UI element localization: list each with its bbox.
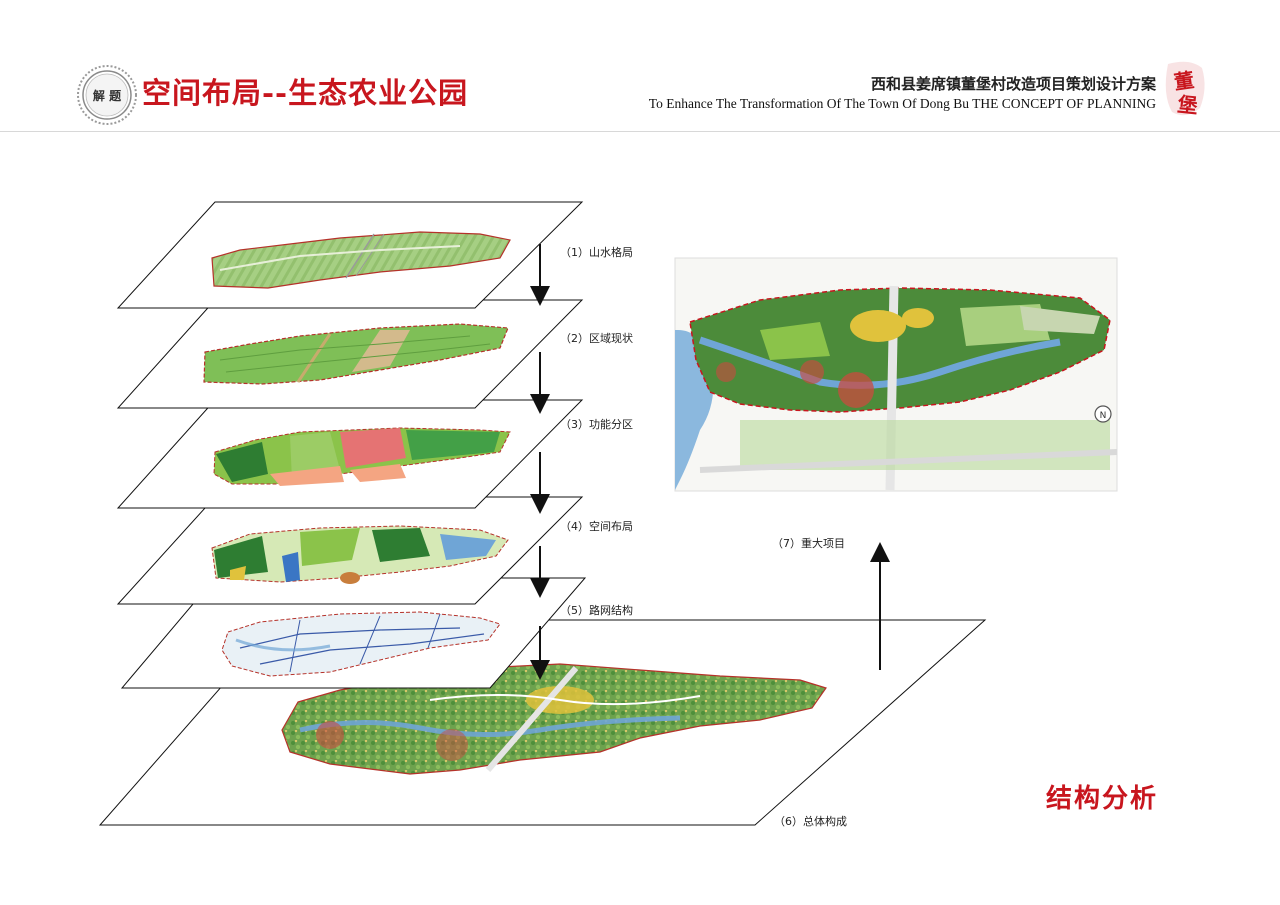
major-projects-label: （7）重大项目 (772, 537, 845, 550)
calligraphy-logo: 董 堡 (1160, 58, 1210, 124)
project-title-en: To Enhance The Transformation Of The Tow… (648, 96, 1156, 111)
layer-label-5: （5）路网结构 (560, 604, 633, 617)
seal-text: 解 题 (93, 88, 122, 103)
layer-plane-3 (116, 399, 584, 509)
major-projects-plan: N (674, 257, 1118, 492)
layer-label-2: （2）区域现状 (560, 332, 633, 345)
page-title: 空间布局--生态农业公园 (142, 76, 469, 110)
layer-plane-1 (116, 201, 584, 309)
layer-label-6: （6）总体构成 (774, 815, 847, 828)
svg-text:董: 董 (1172, 68, 1195, 95)
svg-text:堡: 堡 (1177, 92, 1199, 118)
svg-text:N: N (1100, 411, 1107, 421)
project-title-cn: 西和县姜席镇董堡村改造项目策划设计方案 (870, 75, 1156, 93)
header-divider (0, 131, 1280, 132)
layer-plane-5 (120, 577, 587, 689)
layer-plane-2 (116, 299, 584, 409)
seal-logo: 解 题 (76, 64, 138, 130)
layer-label-3: （3）功能分区 (560, 418, 633, 431)
layer-plane-4 (116, 496, 584, 605)
layer-label-4: （4）空间布局 (560, 520, 633, 533)
layer-label-1: （1）山水格局 (560, 246, 633, 259)
section-title: 结构分析 (1046, 784, 1159, 814)
